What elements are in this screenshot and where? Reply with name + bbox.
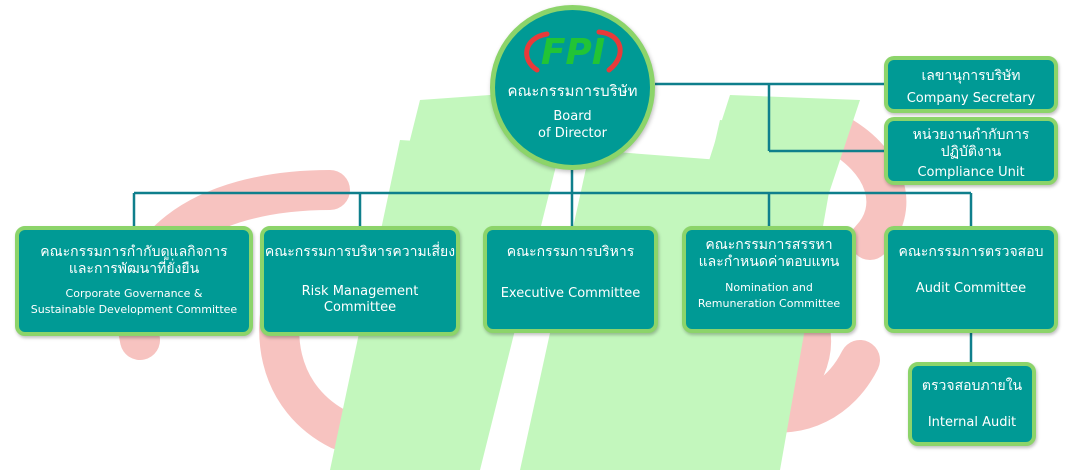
compliance-unit-th-line2: ปฏิบัติงาน [940,144,1002,160]
cg-en-line1: Corporate Governance & [65,287,203,300]
company-secretary-th: เลขานุการบริษัท [921,68,1021,84]
fpi-logo: FPI [524,29,623,73]
internal-audit-node[interactable]: ตรวจสอบภายใน Internal Audit [908,362,1036,446]
cg-th-line1: คณะกรรมการกำกับดูแลกิจการ [40,244,228,260]
audit-en: Audit Committee [915,281,1027,296]
exec-th: คณะกรรมการบริหาร [506,244,635,260]
audit-th: คณะกรรมการตรวจสอบ [898,244,1044,260]
internal-audit-en: Internal Audit [927,415,1017,430]
board-title-th: คณะกรรมการบริษัท [507,82,638,100]
corporate-governance-committee-node[interactable]: คณะกรรมการกำกับดูแลกิจการ และการพัฒนาที่… [15,226,253,336]
nom-en-line2: Remuneration Committee [697,297,841,310]
executive-committee-node[interactable]: คณะกรรมการบริหาร Executive Committee [483,226,658,333]
nom-th-line1: คณะกรรมการสรรหา [705,237,833,253]
nom-en-line1: Nomination and [725,281,813,294]
internal-audit-th: ตรวจสอบภายใน [921,378,1023,394]
company-secretary-en: Company Secretary [906,91,1036,106]
company-secretary-node[interactable]: เลขานุการบริษัท Company Secretary [884,56,1058,113]
cg-th-line2: และการพัฒนาที่ยั่งยืน [68,261,200,277]
risk-en: Risk Management Committee [301,284,419,315]
logo-text: FPI [541,32,605,73]
nom-th-line2: และกำหนดค่าตอบแทน [698,254,840,270]
risk-management-committee-node[interactable]: คณะกรรมการบริหารความเสี่ยง Risk Manageme… [260,226,460,336]
compliance-unit-en: Compliance Unit [917,165,1025,180]
compliance-unit-th-line1: หน่วยงานกำกับการ [912,127,1030,143]
nomination-remuneration-committee-node[interactable]: คณะกรรมการสรรหา และกำหนดค่าตอบแทน Nomina… [682,226,856,333]
risk-th: คณะกรรมการบริหารความเสี่ยง [264,244,456,260]
cg-en-line2: Sustainable Development Committee [30,303,238,316]
compliance-unit-node[interactable]: หน่วยงานกำกับการ ปฏิบัติงาน Compliance U… [884,117,1058,185]
exec-en: Executive Committee [500,286,641,301]
audit-committee-node[interactable]: คณะกรรมการตรวจสอบ Audit Committee [884,226,1058,333]
